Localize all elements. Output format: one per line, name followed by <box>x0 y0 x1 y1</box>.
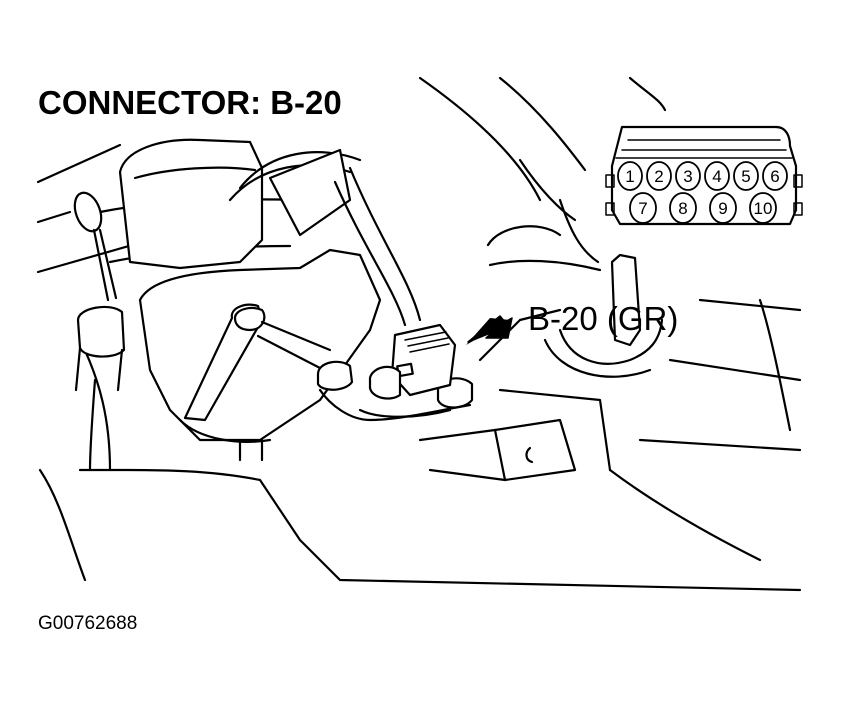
connector-pin-8 <box>669 192 697 224</box>
figure-id: G00762688 <box>38 613 137 634</box>
callout-arrow <box>466 315 513 345</box>
connector-pin-label-3: 3 <box>683 167 692 186</box>
connector-pin-6 <box>762 161 788 191</box>
pin-row-bottom: 7 8 9 10 <box>629 192 777 224</box>
connector-pin-label-8: 8 <box>678 199 687 218</box>
connector-face-inset: 1 2 3 4 5 6 7 8 9 10 <box>605 125 803 226</box>
connector-pin-3 <box>675 161 701 191</box>
connector-pin-label-5: 5 <box>741 167 750 186</box>
connector-pin-4 <box>704 161 730 191</box>
pin-row-top: 1 2 3 4 5 6 <box>617 161 788 191</box>
connector-pin-label-9: 9 <box>718 199 727 218</box>
connector-pin-5 <box>733 161 759 191</box>
connector-pin-label-7: 7 <box>638 199 647 218</box>
connector-callout-label: B-20 (GR) <box>528 300 678 337</box>
connector-pin-2 <box>646 161 672 191</box>
connector-pin-label-6: 6 <box>770 167 779 186</box>
connector-pin-label-1: 1 <box>625 167 634 186</box>
connector-pin-1 <box>617 161 643 191</box>
engine-outline <box>36 76 802 592</box>
connector-pin-label-10: 10 <box>754 199 773 218</box>
diagram-title: CONNECTOR: B-20 <box>38 84 342 121</box>
connector-pin-label-2: 2 <box>654 167 663 186</box>
dipstick <box>73 191 126 392</box>
connector-pin-9 <box>709 192 737 224</box>
wire-harness <box>228 148 422 327</box>
connector-pin-7 <box>629 192 657 224</box>
connector-b20-body <box>368 323 457 400</box>
connector-pin-10 <box>749 192 777 224</box>
connector-pin-label-4: 4 <box>712 167 721 186</box>
